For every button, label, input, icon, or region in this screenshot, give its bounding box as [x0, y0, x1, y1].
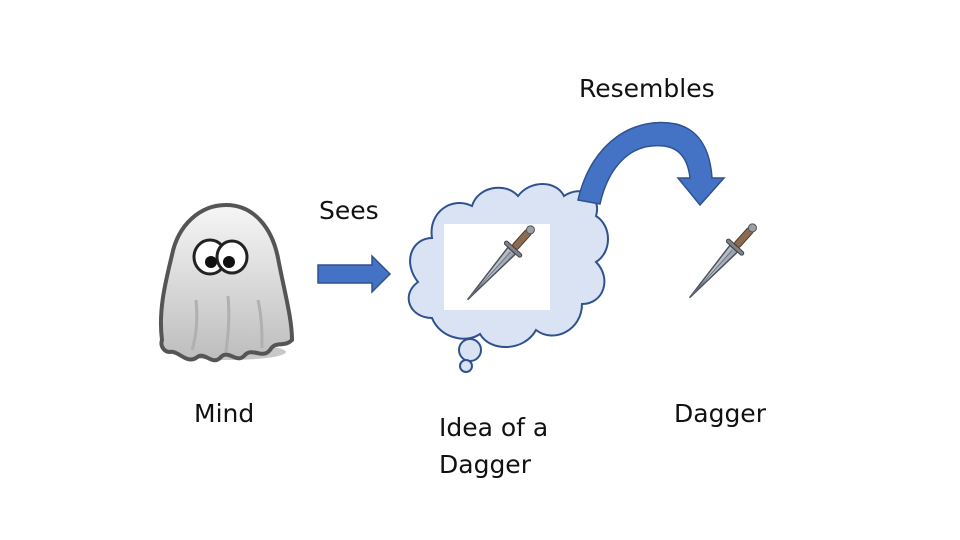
mind-label: Mind [194, 399, 255, 428]
ghost-fold [256, 299, 264, 349]
sees-arrow [317, 254, 392, 294]
thought-bubble-small [459, 359, 473, 373]
ghost-pupil-right [223, 256, 235, 268]
resembles-label: Resembles [579, 74, 715, 103]
thought-bubble-large [458, 338, 482, 362]
ghost-pupil-left [205, 256, 217, 268]
idea-label-line2: Dagger [439, 450, 531, 479]
resembles-arrow [577, 121, 726, 207]
ghost-body [158, 202, 295, 363]
dagger-label: Dagger [674, 399, 766, 428]
idea-label-line1: Idea of a [439, 413, 549, 442]
ghost-fold [224, 295, 231, 353]
thought-cloud [407, 183, 609, 373]
dagger-icon [688, 223, 757, 299]
dagger-icon [466, 225, 535, 301]
ghost-icon [158, 202, 295, 363]
idea-of-dagger-label: Idea of a Dagger [439, 409, 579, 483]
ghost-fold [190, 299, 199, 351]
sees-label: Sees [319, 196, 379, 225]
